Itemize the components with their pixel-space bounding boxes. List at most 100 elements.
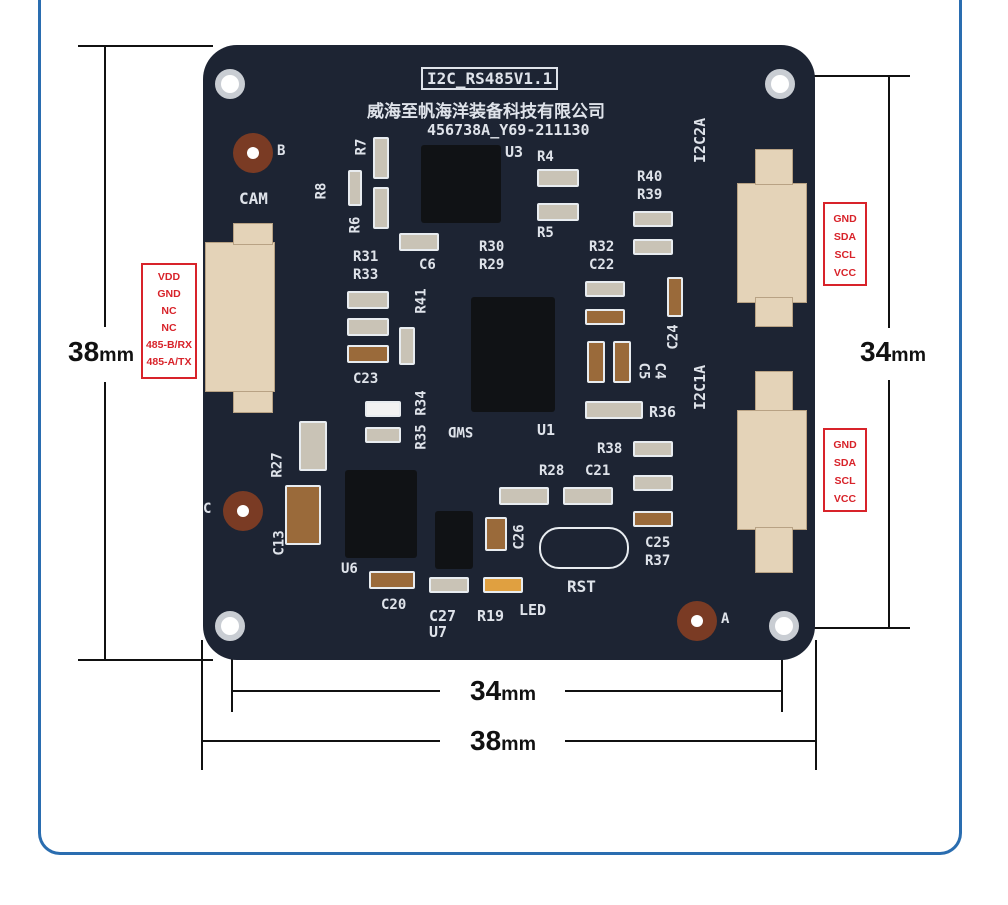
dim-left-vertical-lower (104, 382, 106, 660)
comp-c21 (563, 487, 613, 505)
dim-unit: mm (99, 344, 135, 366)
comp-r19 (429, 577, 469, 593)
dim-label-bottom-inner: 34mm (470, 675, 537, 706)
silk-a: A (721, 611, 730, 627)
silk-label-r29: R29 (479, 257, 505, 273)
silk-label-c25: C25 (645, 535, 671, 551)
silk-label-r8: R8 (313, 182, 330, 200)
comp-r28 (499, 487, 549, 505)
pcb-board: I2C_RS485V1.1 威海至帆海洋装备科技有限公司 456738A_Y69… (203, 45, 815, 660)
comp-r33 (347, 318, 389, 336)
dim-left-bottom-tick (78, 659, 213, 661)
silk-label-c5: C5 (635, 362, 652, 380)
i2c1a-pin-label: SDA (833, 457, 857, 469)
silk-label-r6: R6 (347, 216, 364, 234)
comp-r41 (399, 327, 415, 365)
silk-label-u7: U7 (429, 623, 448, 641)
comp-c24 (667, 277, 683, 317)
i2c2a-pin-label: SCL (834, 249, 856, 261)
i2c2a-pin-labels: GND SDA SCL VCC (823, 202, 867, 286)
i2c1a-connector (737, 410, 807, 530)
silk-label-r19: R19 (477, 607, 505, 625)
comp-r7 (373, 137, 389, 179)
dim-right-bottom-tick (800, 627, 910, 629)
dim-right-top-tick (800, 75, 910, 77)
dim-bottom-outer-line-right (565, 740, 815, 742)
silk-label-r5: R5 (537, 225, 554, 241)
cam-connector-tab-top (233, 223, 273, 245)
mount-hole-top-left (215, 69, 245, 99)
silk-company: 威海至帆海洋装备科技有限公司 (367, 102, 605, 122)
comp-r31 (347, 291, 389, 309)
silk-label-c24: C24 (665, 324, 682, 350)
silk-c: C (203, 501, 212, 517)
i2c1a-pin-label: VCC (833, 493, 857, 505)
chip-u1 (471, 297, 555, 412)
comp-c20 (369, 571, 415, 589)
silk-cam: CAM (239, 189, 268, 208)
silk-label-u1: U1 (537, 421, 556, 439)
silk-label-r31: R31 (353, 249, 379, 265)
silk-label-r30: R30 (479, 239, 505, 255)
comp-c5 (587, 341, 605, 383)
comp-c26 (485, 517, 507, 551)
silk-label-r33: R33 (353, 267, 379, 283)
dim-bottom-outer-line-left (202, 740, 440, 742)
dim-left-vertical-upper (104, 45, 106, 327)
silk-label-r4: R4 (537, 149, 554, 165)
silk-label-r38: R38 (597, 441, 623, 457)
chip-u7 (435, 511, 473, 569)
mount-hole-top-right (765, 69, 795, 99)
pad-b (233, 133, 273, 173)
chip-u3 (421, 145, 501, 223)
silk-rst: RST (567, 577, 596, 596)
comp-r4 (537, 169, 579, 187)
comp-r37 (633, 475, 673, 491)
comp-r27 (299, 421, 327, 471)
silk-label-r34: R34 (413, 390, 430, 416)
silk-label-c27: C27 (429, 607, 457, 625)
i2c2a-pin-label: SDA (833, 231, 857, 243)
i2c2a-tab-top (755, 149, 793, 185)
chip-u6 (345, 470, 417, 558)
silk-i2c2a: I2C2A (691, 117, 709, 163)
pad-c (223, 491, 263, 531)
silk-serial: 456738A_Y69-211130 (427, 121, 590, 139)
dim-right-vertical-upper (888, 75, 890, 328)
comp-c25 (633, 511, 673, 527)
dim-right-vertical-lower (888, 380, 890, 628)
cam-pin-labels: VDD GND NC NC 485-B/RX 485-A/TX (141, 263, 197, 379)
dim-label-left: 38mm (68, 336, 135, 367)
i2c2a-connector (737, 183, 807, 303)
comp-r39 (633, 239, 673, 255)
comp-c22 (585, 309, 625, 325)
cam-connector-tab-bottom (233, 391, 273, 413)
cam-pin-label: 485-B/RX (145, 339, 193, 351)
comp-r32 (585, 281, 625, 297)
i2c1a-tab-top (755, 371, 793, 411)
silk-label-r28: R28 (539, 463, 565, 479)
comp-r40 (633, 211, 673, 227)
dim-bottom-outer-right-tick (815, 640, 817, 770)
silk-label-r32: R32 (589, 239, 615, 255)
silk-label-c26: C26 (511, 524, 528, 550)
rst-button (539, 527, 629, 569)
silk-label-r41: R41 (413, 288, 430, 314)
silk-label-c22: C22 (589, 257, 615, 273)
dim-bottom-inner-left-tick (231, 640, 233, 712)
i2c1a-pin-label: SCL (834, 475, 856, 487)
dim-unit: mm (501, 683, 537, 705)
cam-pin-label: VDD (157, 271, 181, 283)
comp-r5 (537, 203, 579, 221)
silk-label-u6: U6 (341, 561, 358, 577)
silk-i2c1a: I2C1A (691, 364, 709, 410)
comp-r38 (633, 441, 673, 457)
cam-connector (205, 242, 275, 392)
silk-label-r40: R40 (637, 169, 663, 185)
cam-pin-label: GND (157, 288, 181, 300)
cam-pin-label: NC (161, 305, 177, 317)
i2c2a-pin-label: VCC (833, 267, 857, 279)
dim-bottom-inner-line-left (232, 690, 440, 692)
silk-led: LED (519, 601, 547, 619)
silk-label-r36: R36 (649, 403, 677, 421)
